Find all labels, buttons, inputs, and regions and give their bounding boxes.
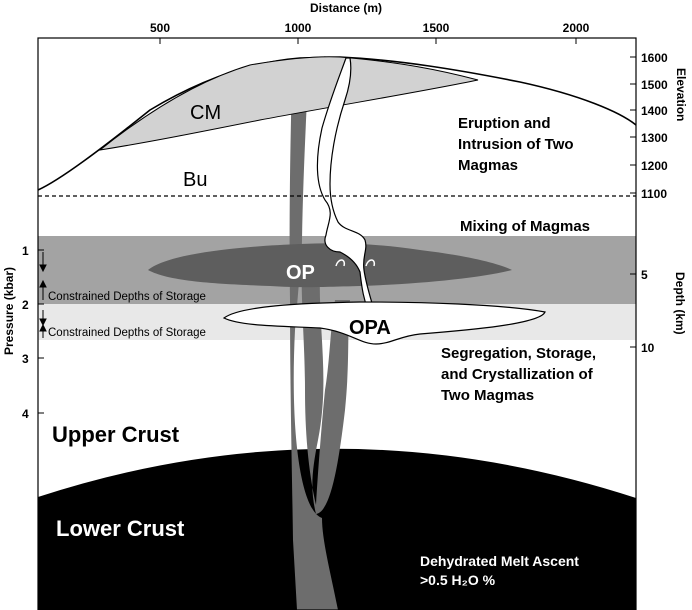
segregation-text-line-3: Two Magmas [441,387,534,404]
storage-range-arrows [39,252,47,338]
top-axis-title: Distance (m) [310,1,382,15]
opa-magma-body [222,301,546,345]
depth-axis-title: Depth (km) [673,272,687,335]
right-elevation-ticks [630,56,636,348]
label-bu: Bu [183,169,207,191]
dehydrated-text-line-1: Dehydrated Melt Ascent [420,553,579,569]
lower-crust-label: Lower Crust [56,516,185,541]
label-cm: CM [190,102,221,124]
top-axis-ticks [159,38,577,44]
elev-tick-1600: 1600 [641,51,668,65]
elev-tick-1400: 1400 [641,104,668,118]
mixing-swirl-right [365,259,376,267]
pressure-tick-4: 4 [22,407,29,421]
pressure-tick-2: 2 [22,298,29,312]
eruption-text-line-3: Magmas [458,157,518,174]
mixing-swirl-left [335,259,346,267]
elev-tick-1200: 1200 [641,159,668,173]
op-magma-body [148,243,512,288]
left-pressure-ticks [38,249,44,414]
pressure-tick-1: 1 [22,244,29,258]
top-tick-1500: 1500 [423,21,450,35]
elev-tick-1300: 1300 [641,131,668,145]
pressure-tick-3: 3 [22,352,29,366]
ascent-conduit [289,80,350,610]
upper-crust-label: Upper Crust [52,422,180,447]
elev-tick-1500: 1500 [641,78,668,92]
eruption-text-line-2: Intrusion of Two [458,136,574,153]
segregation-text-line-2: and Crystallization of [441,366,594,383]
elevation-axis-title: Elevation [674,68,688,121]
lower-crust-region [38,448,636,610]
depth-tick-5: 5 [641,268,648,282]
eruption-text-line-1: Eruption and [458,115,551,132]
constrained-depths-1: Constrained Depths of Storage [48,291,206,303]
top-tick-1000: 1000 [285,21,312,35]
label-opa: OPA [349,317,391,339]
segregation-text-line-1: Segregation, Storage, [441,345,596,362]
dehydrated-text-line-2: >0.5 H₂O % [420,572,496,588]
depth-tick-10: 10 [641,341,655,355]
pressure-axis-title: Pressure (kbar) [2,267,16,355]
plot-frame [37,37,637,610]
constrained-depths-2: Constrained Depths of Storage [48,327,206,339]
top-tick-500: 500 [150,21,170,35]
cm-layer [98,56,479,151]
elev-tick-1100: 1100 [641,187,667,201]
label-op: OP [286,262,315,284]
mixing-text: Mixing of Magmas [460,218,590,235]
top-tick-2000: 2000 [563,21,590,35]
